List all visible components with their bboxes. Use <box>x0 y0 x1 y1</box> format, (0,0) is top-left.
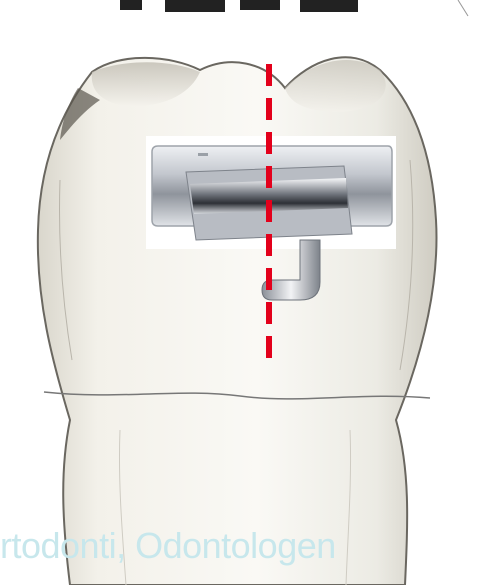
watermark-caption: rtodonti, Odontologen <box>0 524 492 568</box>
title-fragment-shape <box>120 0 468 16</box>
dashed-midline <box>266 64 272 358</box>
